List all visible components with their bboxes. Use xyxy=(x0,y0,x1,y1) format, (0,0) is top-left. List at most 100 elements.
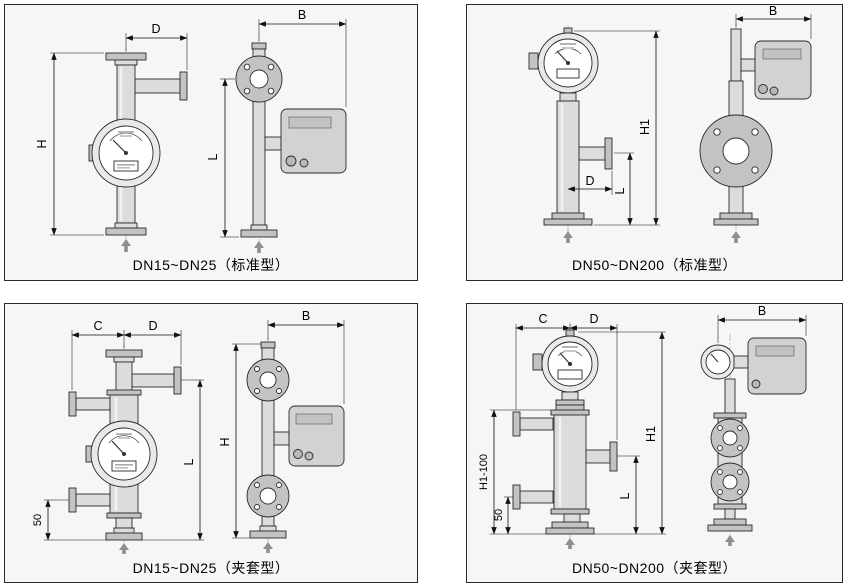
dim-label-b: B xyxy=(758,304,766,318)
panel-dn50-dn200-standard: D L H1 xyxy=(466,4,843,281)
dial-needle xyxy=(112,139,127,154)
top-cap xyxy=(260,341,276,349)
process-flange-face xyxy=(235,55,283,103)
jacket-branch-top xyxy=(75,397,111,411)
panel-caption: DN15~DN25（标准型） xyxy=(132,257,290,273)
flow-arrow xyxy=(121,239,131,252)
top-neck xyxy=(113,356,135,363)
upper-tube xyxy=(115,361,133,393)
jacket-ring-bottom xyxy=(713,503,747,510)
top-cap xyxy=(251,42,267,50)
dim-label-l: L xyxy=(618,492,632,499)
drawing-dn50-dn200-jacketed: C D H1-100 50 L H1 xyxy=(478,304,807,549)
jacket-branch-bottom xyxy=(75,493,111,507)
dim-label-h: H xyxy=(218,437,232,446)
dim-label-l: L xyxy=(206,153,220,160)
bottom-flange xyxy=(105,227,147,236)
dim-label-d: D xyxy=(148,319,157,333)
lower-tube xyxy=(563,513,581,523)
outlet-flange xyxy=(173,366,182,395)
side-dimensions: B xyxy=(717,304,807,343)
side-view xyxy=(700,334,807,546)
flow-arrow xyxy=(262,542,273,553)
jacket-ring-top xyxy=(106,389,142,396)
base-neck xyxy=(250,224,268,231)
jacket-ring-bottom xyxy=(550,508,590,515)
front-dimensions: D H xyxy=(35,22,188,236)
jacket-ring-top xyxy=(713,412,747,419)
base-flange xyxy=(249,530,287,539)
jacket-branch-top xyxy=(519,417,554,431)
dial-needle xyxy=(710,353,719,363)
front-dimensions: C D H1-100 50 L H1 xyxy=(478,312,666,535)
base-foot xyxy=(543,218,593,226)
base-flange xyxy=(551,212,585,220)
dim-label-h1: H1 xyxy=(638,119,652,135)
upper-tube xyxy=(724,378,736,414)
jacket-ring-bottom xyxy=(106,512,142,519)
jacket-flange-face-bottom xyxy=(710,462,750,502)
dim-label-b: B xyxy=(769,5,777,18)
transmitter-housing xyxy=(288,405,345,467)
jacket-flange-face-top xyxy=(710,418,750,458)
jacket-flange-bottom xyxy=(512,484,521,510)
dim-label-b: B xyxy=(298,8,306,22)
dim-label-l: L xyxy=(182,458,196,465)
top-flange xyxy=(105,349,143,358)
dim-label-50: 50 xyxy=(493,509,505,521)
dial-top-fitting xyxy=(565,329,575,337)
side-dimensions: B L xyxy=(206,8,347,238)
jacket-flange-face-bottom xyxy=(246,474,290,518)
drawing-dn15-dn25-jacketed: C D 50 L xyxy=(32,309,345,554)
dial-neck xyxy=(561,391,579,401)
transmitter-housing xyxy=(747,337,807,395)
front-view xyxy=(528,25,613,243)
indicator-dial xyxy=(85,420,158,488)
dial-neck xyxy=(559,92,577,102)
jacket-flange-top xyxy=(68,391,77,417)
bottom-neck xyxy=(114,222,138,229)
flow-arrow xyxy=(119,543,129,554)
base-foot xyxy=(707,524,753,532)
side-view xyxy=(235,39,347,253)
side-dimensions: H B xyxy=(218,309,345,539)
outlet-flange xyxy=(604,137,613,170)
base-flange xyxy=(551,521,589,529)
dim-label-h: H xyxy=(35,139,49,148)
side-dimensions: B xyxy=(735,5,812,39)
transmitter-housing xyxy=(754,40,812,100)
bottom-neck xyxy=(113,527,135,534)
drawing-dn15-dn25-standard: D H xyxy=(35,8,347,253)
dim-label-d: D xyxy=(589,312,598,326)
top-neck xyxy=(114,59,138,66)
dim-label-c: C xyxy=(538,312,547,326)
jacket-branch-bottom xyxy=(519,490,554,504)
indicator-dial xyxy=(532,335,599,393)
dial-needle xyxy=(559,352,571,365)
outlet-flange xyxy=(179,71,188,101)
housing-arm xyxy=(264,136,282,151)
flow-arrow xyxy=(254,241,264,253)
extension-pipe xyxy=(730,28,742,82)
bottom-flange xyxy=(105,532,143,541)
upper-flange-b xyxy=(555,404,585,411)
flow-arrow xyxy=(563,231,573,243)
dim-label-b: B xyxy=(302,309,310,323)
lower-tube xyxy=(724,508,736,520)
front-view xyxy=(512,322,618,549)
dial-nameplate xyxy=(111,460,137,472)
flow-arrow xyxy=(725,535,735,546)
outlet-branch-pipe xyxy=(131,373,175,388)
panel-dn15-dn25-standard: D H xyxy=(4,4,418,281)
base-neck xyxy=(259,525,277,532)
dim-label-h1: H1 xyxy=(644,426,658,442)
front-view xyxy=(88,47,188,252)
drawing-dn50-dn200-standard: D L H1 xyxy=(528,5,812,243)
indicator-dial xyxy=(88,118,161,188)
base-flange xyxy=(713,518,747,526)
side-view xyxy=(246,338,345,553)
base-foot xyxy=(713,218,759,226)
outlet-branch-pipe xyxy=(585,449,611,464)
outlet-branch-pipe xyxy=(134,78,181,94)
